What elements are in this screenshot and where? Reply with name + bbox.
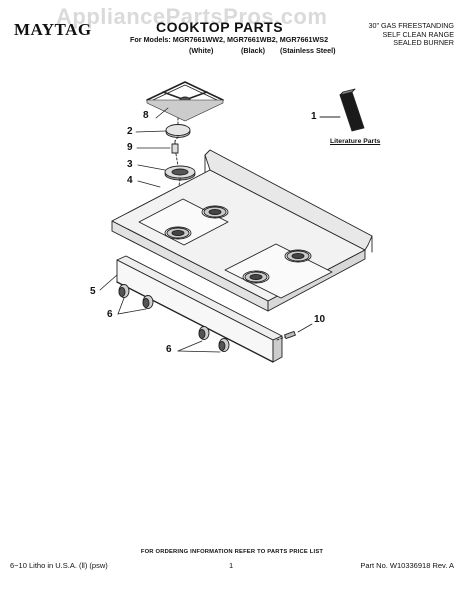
callout-knobs-left: 6 [107,309,113,320]
description-line: 30" GAS FREESTANDING [368,21,455,30]
literature-parts-icon [319,88,365,132]
callout-burner-cap: 2 [127,126,133,137]
watermark: AppliancePartsPros.com [56,4,328,29]
cooktop-panel-part [111,149,373,312]
brand-logo: MAYTAG [14,20,92,39]
page-number: 1 [229,561,234,570]
color-black-label: (Black) [241,46,265,55]
color-stainless-label: (Stainless Steel) [280,46,336,55]
color-white-label: (White) [189,46,214,55]
callout-literature: 1 [311,111,317,122]
callout-knobs-right: 6 [166,344,172,355]
part-number: Part No. W10336918 Rev. A [360,561,454,570]
callout-screw: 10 [314,314,326,325]
callout-igniter: 9 [127,142,133,153]
callout-cooktop: 4 [127,175,133,186]
igniter-part [171,140,179,154]
control-knobs [118,284,230,352]
ordering-info: FOR ORDERING INFORMATION REFER TO PARTS … [140,549,324,555]
litho-info: 6−10 Litho in U.S.A. (ll) (psw) [10,561,108,570]
callout-burner-base: 3 [127,159,133,170]
burner-cap-part [165,124,191,138]
callout-grate: 8 [143,110,149,121]
product-description: 30" GAS FREESTANDING SELF CLEAN RANGE SE… [344,21,455,48]
page-title: COOKTOP PARTS [156,19,284,35]
models-line: For Models: MGR7661WW2, MGR7661WB2, MGR7… [130,35,329,44]
control-panel-part [116,255,283,363]
callout-leaders [99,107,313,353]
description-line: SEALED BURNER [393,38,454,48]
burner-base-part [164,165,196,181]
grate-part [146,81,224,122]
callout-control-panel: 5 [90,286,96,297]
description-line: SELF CLEAN RANGE [382,29,455,39]
literature-parts-label: Literature Parts [330,138,381,145]
cooktop-burners [164,205,312,284]
screw-part [276,330,296,341]
